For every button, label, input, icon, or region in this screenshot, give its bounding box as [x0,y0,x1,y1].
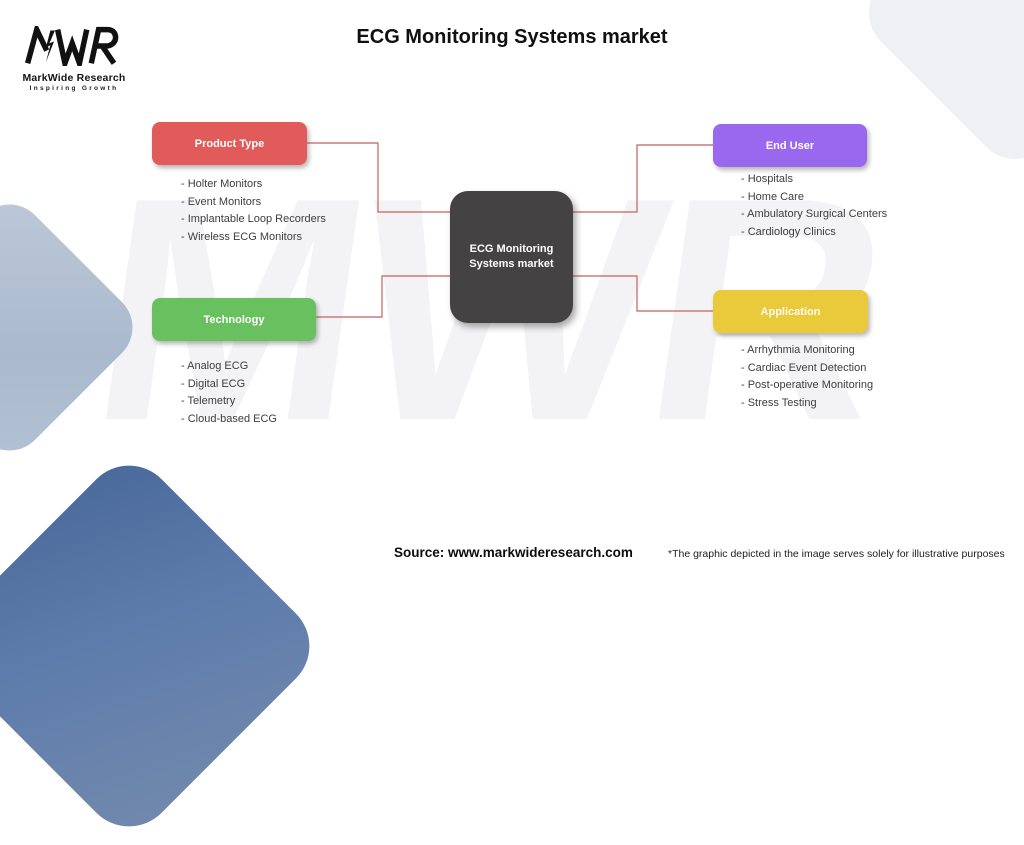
list-item: - Home Care [741,190,804,203]
branch-label-technology: Technology [203,313,265,326]
branch-box-application: Application [713,290,868,333]
connector-end-user [573,144,713,213]
branch-box-end-user: End User [713,124,867,167]
list-item: - Cloud-based ECG [181,412,277,425]
logo-tagline: Inspiring Growth [29,85,119,92]
branch-box-technology: Technology [152,298,316,341]
branch-list-end-user: - Hospitals - Home Care - Ambulatory Sur… [741,171,887,241]
list-item: - Holter Monitors [181,178,263,190]
list-item: - Implantable Loop Recorders [181,213,326,225]
list-item: - Wireless ECG Monitors [181,230,303,243]
list-item: - Digital ECG [181,377,246,390]
branch-box-product-type: Product Type [152,122,307,165]
list-item: - Ambulatory Surgical Centers [741,208,888,220]
list-item: - Telemetry [181,395,236,407]
list-item: - Event Monitors [181,195,262,208]
connector-technology [316,275,450,318]
branch-list-technology: - Analog ECG - Digital ECG - Telemetry -… [181,358,277,428]
list-item: - Cardiac Event Detection [741,361,867,374]
list-item: - Cardiology Clinics [741,225,836,238]
logo: MarkWide Research Inspiring Growth [22,21,126,92]
branch-list-application: - Arrhythmia Monitoring - Cardiac Event … [741,342,873,412]
list-item: - Hospitals [741,173,793,185]
list-item: - Stress Testing [741,396,817,409]
connector-application [573,275,713,312]
list-item: - Analog ECG [181,360,249,372]
branch-label-product-type: Product Type [194,137,265,150]
list-item: - Arrhythmia Monitoring [741,344,855,356]
footer-source: Source: www.markwideresearch.com [394,545,633,560]
connector-lines [307,142,713,318]
connector-product-type [307,142,450,213]
center-node-label: ECG Monitoring Systems market [469,243,554,270]
footer-disclaimer: *The graphic depicted in the image serve… [668,548,1005,560]
mwr-logo-icon [25,21,119,74]
branch-list-product-type: - Holter Monitors - Event Monitors - Imp… [181,176,326,246]
branch-label-end-user: End User [765,139,815,152]
page-title: ECG Monitoring Systems market [356,26,668,48]
center-node: ECG Monitoring Systems market [450,191,573,323]
branch-label-application: Application [760,305,821,318]
list-item: - Post-operative Monitoring [741,379,874,391]
logo-name: MarkWide Research [22,72,126,84]
